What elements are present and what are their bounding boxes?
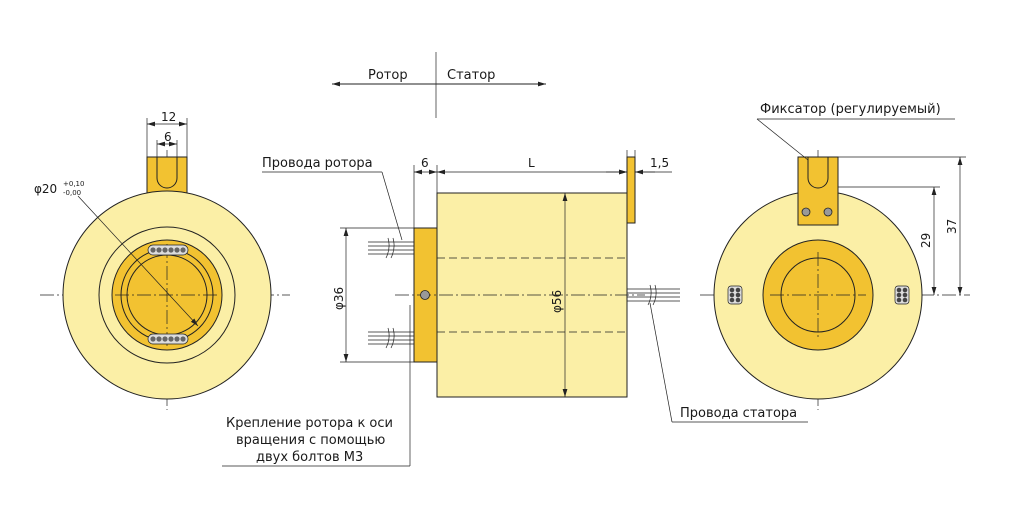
- rotor-wires-bottom: [368, 327, 414, 349]
- dim-6-left: 6: [164, 130, 172, 144]
- rotor-wires-top: [368, 237, 414, 259]
- dim-L: L: [528, 156, 535, 170]
- left-tab-slot: [156, 157, 178, 189]
- right-view: Фиксатор (регулируемый) 29 37: [700, 102, 970, 410]
- fixator-screw-left: [801, 207, 811, 217]
- right-wire-exit-right: [894, 285, 910, 305]
- dim-37: 37: [945, 219, 959, 234]
- left-wire-bundle-bottom: [147, 333, 189, 345]
- side-stator-tab: [626, 156, 636, 224]
- dim-phi36: φ36: [332, 287, 346, 310]
- left-groove: [98, 226, 236, 364]
- mount-note-line1: Крепление ротора к оси: [226, 416, 393, 431]
- bore-leader: [77, 195, 199, 327]
- stator-wires: [627, 284, 680, 306]
- dim-6-side: 6: [421, 156, 429, 170]
- dim-phi20: φ20: [34, 182, 57, 196]
- right-wire-exit-left: [727, 285, 743, 305]
- tol-lower: -0,00: [63, 189, 81, 197]
- mount-bolt: [420, 290, 430, 300]
- mount-note-line3: двух болтов М3: [256, 450, 363, 465]
- left-wire-bundle-top: [147, 244, 189, 256]
- rotor-wires-label: Провода ротора: [262, 156, 373, 171]
- stator-wires-label: Провода статора: [680, 406, 797, 421]
- fixator-screw-right: [823, 207, 833, 217]
- section-header: Ротор Статор: [332, 52, 546, 118]
- mount-note-line2: вращения с помощью: [236, 433, 385, 448]
- dim-29: 29: [919, 233, 933, 248]
- fixator-slot: [807, 157, 829, 189]
- tol-upper: +0,10: [63, 180, 84, 188]
- stator-label: Статор: [447, 68, 495, 83]
- dim-12: 12: [161, 110, 176, 124]
- left-view: 12 6 φ20 +0,10 -0,00: [34, 110, 290, 410]
- dim-phi56: φ56: [550, 290, 564, 313]
- left-tab: [146, 156, 188, 196]
- fixator-label: Фиксатор (регулируемый): [760, 102, 941, 117]
- dim-1-5: 1,5: [650, 156, 669, 170]
- rotor-label: Ротор: [368, 68, 408, 83]
- side-view: 6 L 1,5 Провода ротора φ36 φ56 Крепление…: [222, 150, 808, 467]
